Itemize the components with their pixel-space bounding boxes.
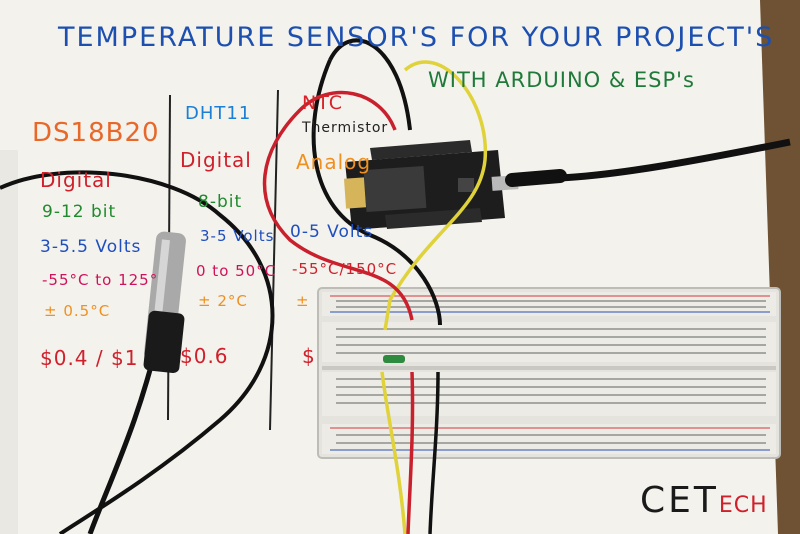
ds18b20-heading: DS18B20	[32, 118, 160, 148]
black-wire-bottom	[428, 371, 440, 534]
logo-suffix: ECH	[718, 493, 768, 518]
probe-cable-loop	[0, 170, 275, 534]
dht11-range: 0 to 50°C	[196, 262, 277, 280]
logo-main: CET	[640, 480, 719, 521]
yellow-wire-top	[383, 60, 488, 331]
ds18b20-voltage: 3-5.5 Volts	[40, 237, 142, 257]
black-wire-top	[311, 59, 442, 326]
dht11-voltage: 3-5 Volts	[200, 227, 275, 245]
dht11-resolution: 8-bit	[198, 192, 243, 212]
ntc-accuracy: ±	[296, 292, 310, 310]
ds18b20-range: -55°C to 125°	[42, 271, 159, 289]
ds18b20-probe	[143, 231, 186, 374]
breadboard	[317, 287, 781, 459]
yellow-wire-bottom	[380, 371, 407, 534]
ntc-voltage: 0-5 Volts	[290, 222, 374, 242]
board-subtitle: WITH ARDUINO & ESP's	[428, 68, 695, 92]
dht11-accuracy: ± 2°C	[198, 292, 248, 310]
ntc-price: $	[302, 344, 316, 368]
red-wire-top	[262, 90, 414, 321]
ntc-heading: NTC	[302, 92, 343, 114]
usb-plug	[505, 169, 567, 187]
ds18b20-type: Digital	[40, 168, 112, 192]
dht11-heading: DHT11	[185, 103, 252, 124]
ntc-subheading: Thermistor	[302, 120, 389, 136]
ntc-type: Analog	[296, 150, 372, 174]
black-wire-loop	[328, 38, 412, 131]
dht11-type: Digital	[180, 148, 252, 172]
ds18b20-accuracy: ± 0.5°C	[44, 302, 111, 320]
red-wire-bottom	[406, 371, 415, 534]
board-title: TEMPERATURE SENSOR'S FOR YOUR PROJECT'S	[58, 22, 775, 53]
ds18b20-resolution: 9-12 bit	[42, 202, 117, 222]
usb-cable	[559, 138, 791, 182]
ds18b20-price: $0.4 / $1	[40, 346, 139, 370]
ntc-range: -55°C/150°C	[292, 260, 398, 278]
paper-fold	[0, 150, 18, 534]
resistor	[383, 355, 405, 363]
dht11-price: $0.6	[180, 344, 229, 368]
cetech-logo: CETECH	[640, 480, 768, 521]
column-divider-2	[269, 89, 279, 431]
